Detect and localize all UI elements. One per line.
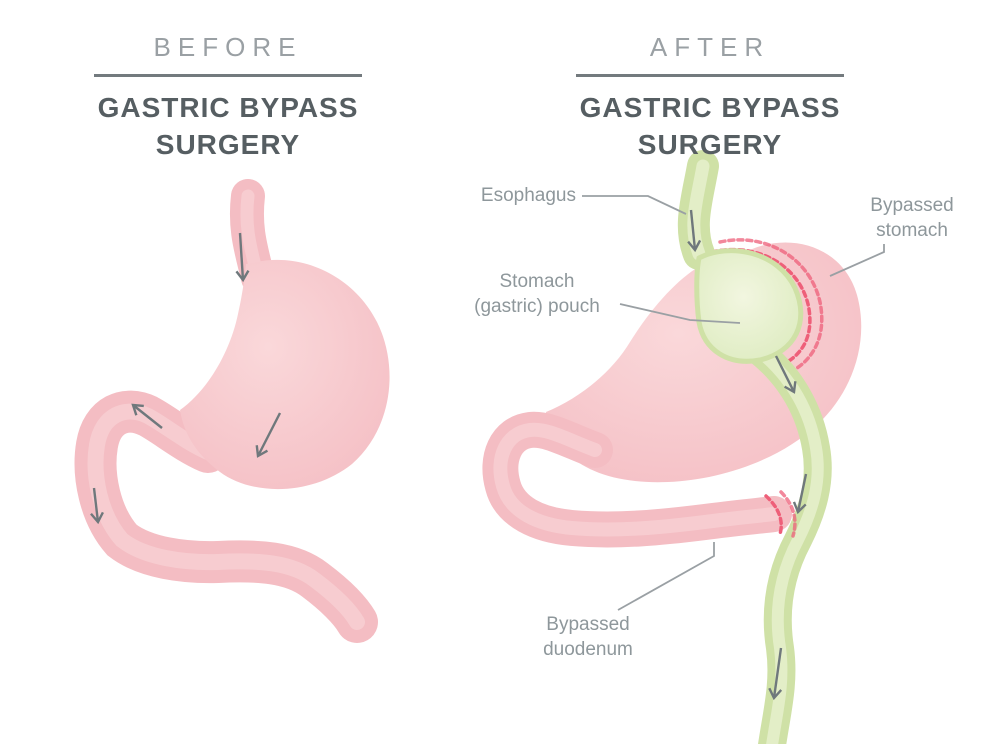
bypassed-stomach-label-line2: stomach [876, 220, 948, 241]
arrow-after-esophagus-down [687, 209, 702, 253]
before-header: BEFORE GASTRIC BYPASS SURGERY [38, 32, 418, 163]
after-gastric-pouch-shape [694, 248, 804, 364]
after-title-line1: GASTRIC BYPASS [579, 92, 841, 123]
after-bypassed-duodenum-highlight [493, 422, 781, 537]
arrow-pouch-outlet-down [774, 355, 797, 394]
stomach-pouch-label: Stomach (gastric) pouch [458, 269, 616, 319]
before-flow-arrows [90, 232, 282, 525]
before-stomach-body-shape [180, 259, 390, 490]
staple-arc-outer [718, 238, 824, 379]
after-eyebrow-label: AFTER [649, 32, 771, 62]
stomach-pouch-label-line1: Stomach [499, 271, 575, 292]
bypassed-duodenum-label-line2: duodenum [543, 639, 633, 660]
before-stomach-illustration [74, 179, 390, 643]
bypassed-duodenum-label-line1: Bypassed [546, 614, 630, 635]
esophagus-label: Esophagus [480, 185, 576, 206]
after-roux-limb-highlight [754, 346, 824, 744]
arrow-stomach-down [255, 412, 282, 458]
before-title-line2: SURGERY [155, 129, 301, 160]
junction-stitch-inner [764, 494, 783, 536]
bypassed-duodenum-label: Bypassed duodenum [530, 612, 646, 662]
bypassed-duodenum-leader-line [617, 542, 715, 611]
before-title-line1: GASTRIC BYPASS [97, 92, 359, 123]
after-anatomy-illustration [482, 150, 885, 744]
arrow-limb-bottom-down [768, 647, 783, 701]
esophagus-leader-line [582, 195, 687, 215]
stomach-pouch-label-line2: (gastric) pouch [474, 296, 600, 317]
bypassed-stomach-label-line1: Bypassed [870, 195, 954, 216]
before-eyebrow-label: BEFORE [153, 32, 303, 62]
arrow-duodenum-left [131, 403, 163, 429]
before-title: GASTRIC BYPASS SURGERY [38, 89, 418, 163]
after-title-line2: SURGERY [637, 129, 783, 160]
bypassed-stomach-leader-line [829, 244, 885, 277]
label-leader-lines [582, 195, 885, 611]
before-divider-line [94, 74, 362, 77]
arrow-intestine-down [90, 487, 104, 525]
after-title: GASTRIC BYPASS SURGERY [520, 89, 900, 163]
arrow-esophagus-down [235, 232, 250, 283]
after-header: AFTER GASTRIC BYPASS SURGERY [520, 32, 900, 163]
after-flow-arrows [687, 209, 808, 701]
stomach-pouch-leader-line [619, 303, 741, 324]
bypassed-stomach-label: Bypassed stomach [856, 193, 968, 243]
arrow-limb-down [792, 473, 808, 515]
after-divider-line [576, 74, 844, 77]
